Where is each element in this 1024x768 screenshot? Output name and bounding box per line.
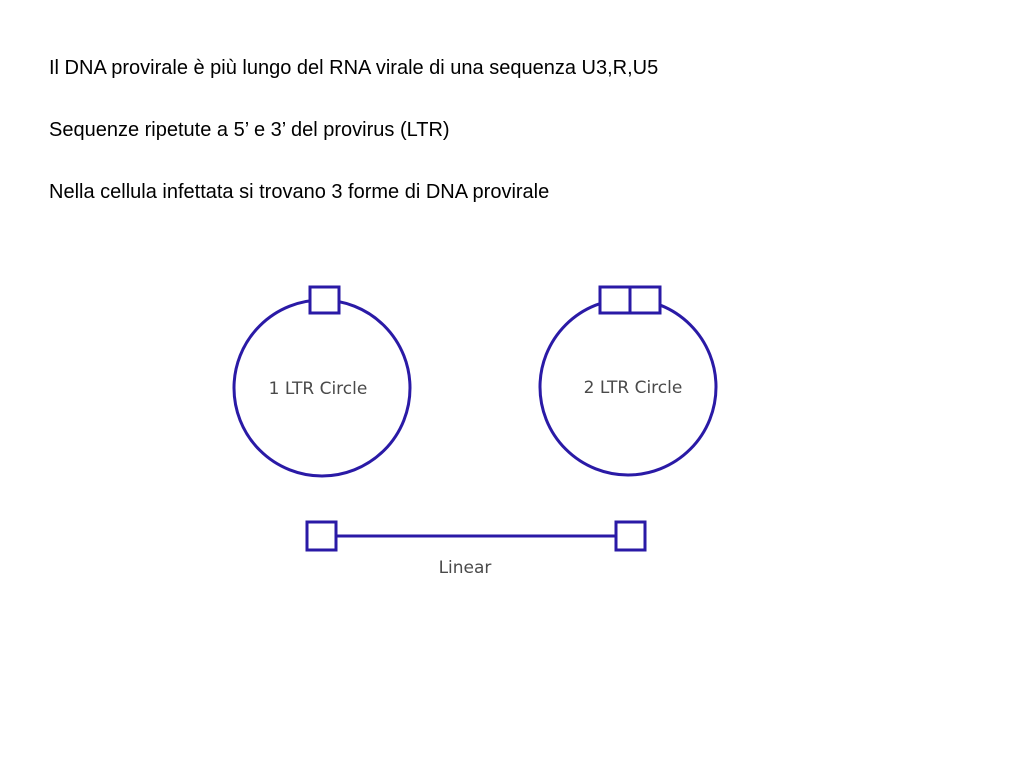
statement-three-forms: Nella cellula infettata si trovano 3 for…	[49, 181, 550, 203]
linear-label: Linear	[439, 558, 492, 578]
statement-provirus-length: Il DNA provirale è più lungo del RNA vir…	[49, 57, 659, 79]
linear-group: Linear	[305, 520, 647, 578]
one-ltr-circle-group: 1 LTR Circle	[232, 285, 412, 478]
two-ltr-circle-label: 2 LTR Circle	[584, 378, 683, 398]
linear-ltr-box-right	[614, 520, 647, 552]
linear-ltr-box-left	[305, 520, 338, 552]
one-ltr-circle-label: 1 LTR Circle	[269, 379, 368, 399]
two-ltr-circle-group: 2 LTR Circle	[538, 285, 718, 477]
two-ltr-box-left	[598, 285, 632, 315]
one-ltr-box	[308, 285, 341, 315]
statement-ltr-repeats: Sequenze ripetute a 5’ e 3’ del provirus…	[49, 119, 450, 141]
two-ltr-box-right	[628, 285, 662, 315]
